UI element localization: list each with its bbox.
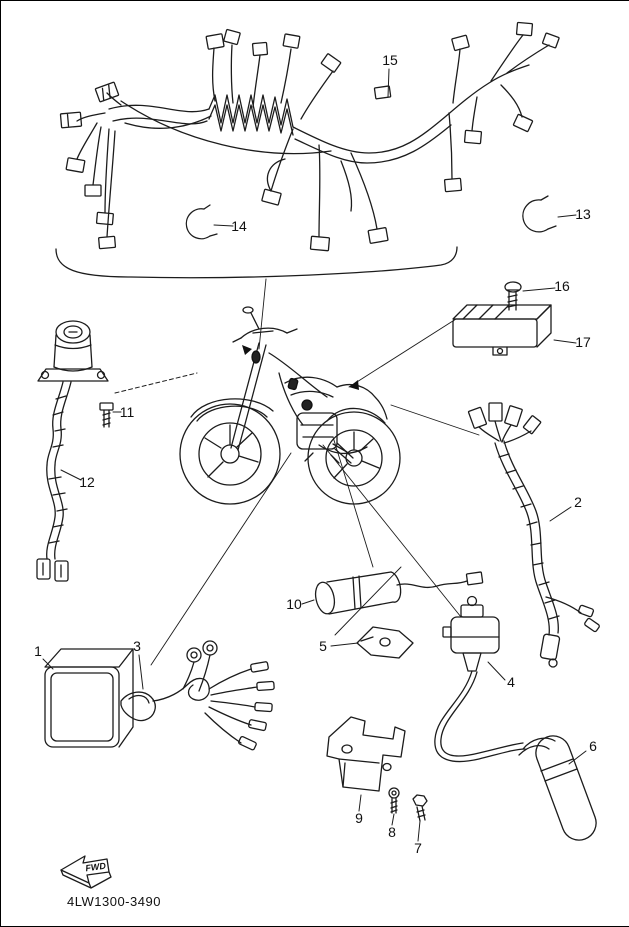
callout-7: 7 [414, 840, 422, 856]
callout-8: 8 [388, 824, 396, 840]
callout-leaders [42, 68, 587, 842]
harness-connectors [59, 21, 560, 252]
cdi-unit-17 [452, 304, 552, 356]
harness-clip-14 [185, 204, 218, 240]
condenser-10 [314, 571, 484, 615]
wiring-harness-main [59, 21, 560, 252]
bolt-8 [388, 787, 400, 814]
bolt-11 [99, 402, 114, 428]
fwd-arrow-icon: FWD [60, 855, 112, 889]
harness-brace [55, 246, 458, 279]
bracket-9 [326, 716, 406, 792]
part-code: 4LW1300-3490 [67, 894, 161, 909]
callout-4: 4 [507, 674, 515, 690]
callout-16: 16 [554, 278, 570, 294]
motorcycle [179, 306, 401, 505]
ignition-coil-4 [442, 595, 500, 672]
bracket-5 [334, 566, 414, 659]
ignition-switch [37, 320, 109, 382]
switch-lead-12 [36, 381, 72, 582]
callout-11: 11 [120, 404, 135, 420]
callout-3: 3 [133, 638, 141, 654]
callout-14: 14 [231, 218, 247, 234]
pigtail-wires [152, 640, 275, 751]
callout-10: 10 [286, 596, 302, 612]
strap-3 [120, 691, 156, 722]
callout-15: 15 [382, 52, 398, 68]
plug-lead-6 [434, 670, 597, 841]
callout-labels: 1 2 3 4 5 6 7 8 9 10 11 12 13 14 15 16 1… [34, 52, 597, 856]
harness-clip-13 [522, 195, 557, 233]
leader-lines [114, 278, 480, 666]
sub-harness-2 [467, 402, 600, 668]
callout-13: 13 [575, 206, 591, 222]
callout-5: 5 [319, 638, 327, 654]
cdi-box-1 [44, 648, 134, 748]
bolt-7 [412, 794, 428, 822]
callout-17: 17 [575, 334, 591, 350]
callout-6: 6 [589, 738, 597, 754]
callout-2: 2 [574, 494, 582, 510]
fwd-label: FWD [85, 861, 107, 874]
callout-1: 1 [34, 643, 42, 659]
callout-12: 12 [79, 474, 95, 490]
callout-9: 9 [355, 810, 363, 826]
